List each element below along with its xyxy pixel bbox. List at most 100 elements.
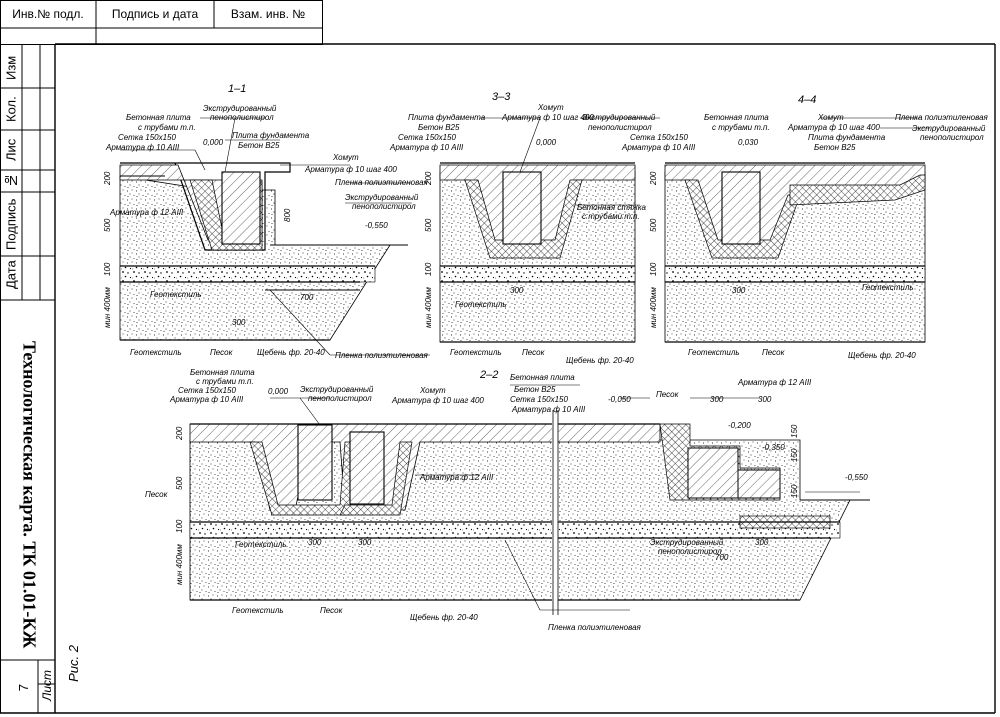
s2-dim-200: 200	[175, 426, 184, 441]
s2-pe-film: Пленка полиэтиленовая	[548, 623, 642, 632]
s4-rebar-step: Арматура ф 10 шаг 400	[787, 123, 880, 132]
s2-dim-150b: 150	[790, 448, 799, 462]
stamp-vzam-inv: Взам. инв. №	[230, 7, 306, 21]
s2-geotextile-in: Геотекстиль	[235, 540, 287, 549]
s2-rebar12: Арматура ф 12 AIII	[419, 473, 494, 482]
s3-concrete-b25: Бетон B25	[418, 123, 460, 132]
s3-mesh: Сетка 150х150	[398, 133, 456, 142]
s3-found-slab: Плита фундамента	[408, 113, 486, 122]
s4-found-slab: Плита фундамента	[808, 133, 886, 142]
s3-gravel: Щебень фр. 20-40	[566, 356, 634, 365]
s3-dim-500: 500	[424, 218, 433, 232]
s4-geotextile: Геотекстиль	[688, 348, 740, 357]
section-2-2	[189, 410, 870, 615]
s1-level-0: 0,000	[203, 138, 224, 147]
s2-level-350: -0,350	[762, 443, 785, 452]
s2-dim-300d: 300	[755, 538, 769, 547]
s2-level-050: -0,050	[608, 395, 631, 404]
s3-dim-200: 200	[424, 171, 433, 186]
s3-rebar10: Арматура ф 10 AIII	[389, 143, 464, 152]
s1-geotextile: Геотекстиль	[130, 348, 182, 357]
s2-rebar10: Арматура ф 10 AIII	[169, 395, 244, 404]
s1-dim-800: 800	[283, 208, 292, 222]
s2-sand: Песок	[320, 606, 344, 615]
s2-rebar12-right: Арматура ф 12 AIII	[737, 378, 812, 387]
s4-dim-100: 100	[649, 262, 658, 276]
s2-sand-left: Песок	[145, 490, 169, 499]
s4-concrete-slab: Бетонная плита	[704, 113, 769, 122]
s4-rebar10: Арматура ф 10 AIII	[621, 143, 696, 152]
s2-xps2: пенополистирол	[308, 394, 372, 403]
top-stamp: Инв.№ подл. Подпись и дата Взам. инв. №	[0, 0, 322, 44]
s2-concrete-b25: Бетон B25	[514, 385, 556, 394]
section-3-3	[439, 162, 636, 343]
s1-stirrup: Хомут	[332, 153, 359, 162]
s1-mesh: Сетка 150х150	[118, 133, 176, 142]
section-1-1	[119, 162, 408, 341]
s4-pe-film: Пленка полиэтиленовая	[895, 113, 989, 122]
s1-with-pipes: с трубами т.п.	[138, 123, 196, 132]
s1-dim-700: 700	[300, 293, 314, 302]
s2-dim-350: 300	[358, 538, 372, 547]
s4-level-030: 0,030	[738, 138, 759, 147]
s4-gravel: Щебень фр. 20-40	[848, 351, 916, 360]
s2-xps2-bottom: пенополистирол	[658, 547, 722, 556]
s1-gravel: Щебень фр. 20-40	[257, 348, 325, 357]
stamp-podpis-data: Подпись и дата	[111, 7, 199, 21]
section-title-4-4: 4–4	[798, 94, 816, 106]
s2-dim-300c: 300	[308, 538, 322, 547]
s1-dim-200: 200	[103, 171, 112, 186]
s2-mesh-right: Сетка 150х150	[510, 395, 568, 404]
s2-dim-150a: 150	[790, 424, 799, 438]
s4-xps1: Экструдированный	[912, 124, 986, 133]
s2-concrete-slab: Бетонная плита	[190, 368, 255, 377]
s1-geotextile-in: Геотекстиль	[150, 290, 202, 299]
s1-level-550: -0,550	[365, 221, 388, 230]
s2-concrete-slab-right: Бетонная плита	[510, 373, 575, 382]
s4-mesh: Сетка 150х150	[630, 133, 688, 142]
s2-dim-300b: 300	[758, 395, 772, 404]
s1-concrete-slab: Бетонная плита	[126, 113, 191, 122]
s1-pe-film: Пленка полиэтиленовая	[335, 178, 429, 187]
s4-dim-200: 200	[649, 171, 658, 186]
s4-with-pipes: с трубами т.п.	[712, 123, 770, 132]
s3-screed2: с трубами т.п.	[582, 212, 640, 221]
stamp-inv-podl: Инв.№ подл.	[12, 7, 84, 21]
s2-rebar-step: Арматура ф 10 шаг 400	[391, 396, 484, 405]
s2-level-550: -0,550	[845, 473, 868, 482]
s4-geotextile-in: Геотекстиль	[862, 283, 914, 292]
s1-xps1: Экструдированный	[203, 104, 277, 113]
section-title-3-3: 3–3	[492, 91, 511, 103]
s2-geotextile: Геотекстиль	[232, 606, 284, 615]
s3-screed1: Бетонная стяжка	[577, 203, 646, 212]
s2-rebar10-right: Арматура ф 10 AIII	[511, 405, 586, 414]
s1-rebar-step: Арматура ф 10 шаг 400	[304, 165, 397, 174]
section-4-4	[664, 162, 926, 343]
s2-dim-150c: 150	[790, 484, 799, 498]
s1-concrete-b25: Бетон B25	[238, 141, 280, 150]
s2-xps1: Экструдированный	[300, 385, 374, 394]
s3-rebar-step: Арматура ф 10 шаг 400	[501, 113, 594, 122]
s2-dim-100: 100	[175, 519, 184, 533]
s1-dim-300: 300	[232, 318, 246, 327]
s3-stirrup: Хомут	[537, 103, 564, 112]
s2-dim-min400: мин 400мм	[175, 544, 184, 585]
s3-dim-min400: мин 400мм	[424, 287, 433, 328]
s3-xps2: пенополистирол	[588, 123, 652, 132]
s2-xps1-bottom: Экструдированный	[650, 538, 724, 547]
s1-xps2b: пенополистирол	[352, 202, 416, 211]
s3-geotextile-in: Геотекстиль	[455, 300, 507, 309]
s3-dim-100: 100	[424, 262, 433, 276]
s2-mesh: Сетка 150х150	[178, 386, 236, 395]
s1-xps2: пенополистирол	[210, 113, 274, 122]
s1-sand: Песок	[210, 348, 234, 357]
s1-dim-min400: мин 400мм	[103, 287, 112, 328]
s2-dim-700: 700	[715, 553, 729, 562]
s2-stirrup: Хомут	[419, 386, 446, 395]
s4-dim-300: 300	[732, 286, 746, 295]
s3-geotextile: Геотекстиль	[450, 348, 502, 357]
s4-dim-500: 500	[649, 218, 658, 232]
s1-dim-100: 100	[103, 262, 112, 276]
